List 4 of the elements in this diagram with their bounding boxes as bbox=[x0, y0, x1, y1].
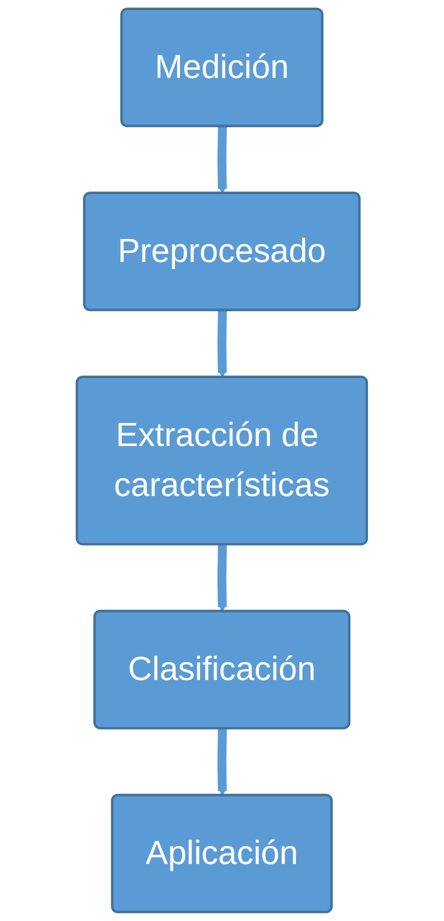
arrow bbox=[218, 310, 228, 378]
arrow bbox=[218, 544, 228, 612]
arrow bbox=[218, 728, 228, 796]
arrow bbox=[218, 126, 228, 194]
